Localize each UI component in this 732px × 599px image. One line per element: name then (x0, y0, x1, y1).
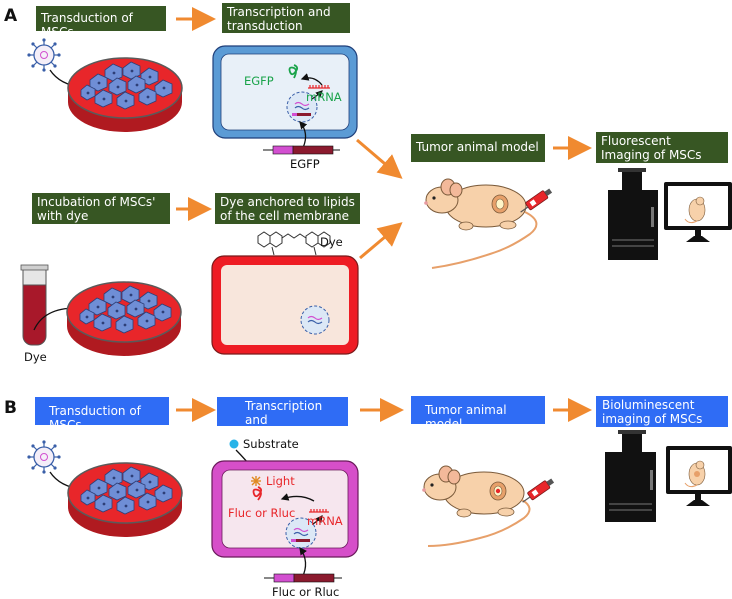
dye-tube-label: Dye (24, 350, 47, 364)
dye-molecule-label: Dye (320, 235, 343, 249)
gene-label-b: Fluc or Rluc (272, 585, 340, 599)
light-label: Light (266, 474, 295, 488)
gene-label-a: EGFP (290, 157, 320, 171)
virus-icon (26, 37, 62, 73)
step-b-transduction-box: Transduction of MSCs (35, 397, 169, 432)
step-transduction-box: Transduction of MSCs (36, 6, 166, 39)
substrate-label: Substrate (243, 437, 299, 451)
mrna-label-a: mRNA (306, 90, 342, 104)
step-tumor-model-box: Tumor animal model (411, 134, 545, 162)
egfp-protein-icon (288, 64, 299, 79)
arrow-a3 (356, 138, 403, 179)
mouse-icon (423, 178, 527, 231)
step-fluorescent-imaging-box: Fluorescent Imaging of MSCs (596, 132, 728, 163)
gene-promoter (272, 145, 294, 155)
dye-molecule-icon (257, 231, 331, 256)
step-b-tumor-model-box: Tumor animal model (411, 396, 545, 431)
step-b-bioluminescent-box: Bioluminescent imaging of MSCs (596, 396, 728, 427)
step-dye-anchored-box: Dye anchored to lipids of the cell membr… (215, 193, 360, 224)
mrna-icon (308, 85, 330, 89)
substrate-icon (229, 439, 239, 449)
arrow-a4 (359, 222, 403, 260)
panel-label-b: B (4, 398, 17, 418)
mrna-label-b: mRNA (307, 514, 343, 528)
step-transcription-box: Transcription and transduction (222, 3, 350, 33)
culture-dish-icon (67, 57, 183, 133)
luc-protein-label: Fluc or Rluc (228, 506, 296, 520)
gene-egfp (292, 145, 334, 155)
luc-protein-icon (252, 486, 263, 501)
step-incubation-box: Incubation of MSCs' with dye (32, 193, 170, 224)
egfp-protein-label: EGFP (244, 74, 274, 88)
light-icon (251, 476, 261, 486)
step-b-transcription-box: Transcription and transduction (217, 397, 348, 441)
panel-label-a: A (4, 6, 18, 26)
camera-lens (622, 170, 642, 190)
imaging-camera-icon (608, 190, 658, 260)
